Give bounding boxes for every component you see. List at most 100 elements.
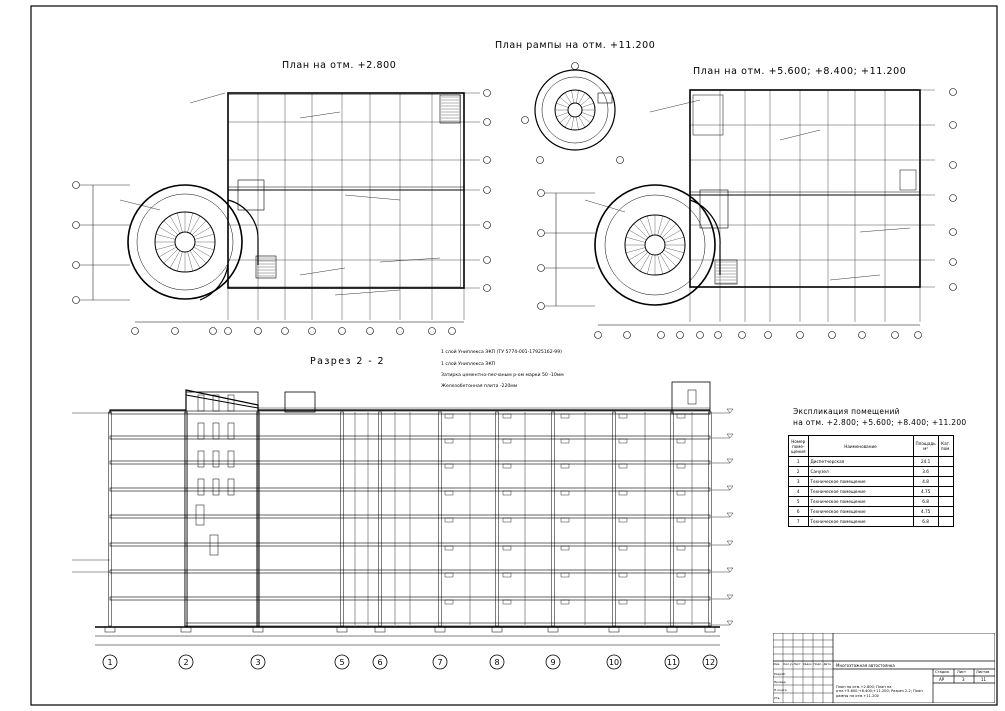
window <box>197 394 205 412</box>
explication-cell-cat <box>937 496 954 507</box>
building-outline <box>689 89 921 288</box>
beam <box>676 413 686 419</box>
ramp-rib <box>158 226 177 238</box>
ramp-rib <box>189 215 201 234</box>
axis-bubble <box>72 221 80 229</box>
axis-bubble <box>571 62 579 70</box>
axis-bubble <box>657 331 665 339</box>
stamp-sheet-label: Лист <box>957 670 967 674</box>
explication-cell-name: Техническое помещение <box>807 506 914 517</box>
axis-bubble <box>448 327 456 335</box>
window <box>212 422 220 440</box>
stamp-row-label: Утв. <box>774 696 781 700</box>
floor-slab <box>109 542 187 547</box>
axis-bubble <box>483 256 491 264</box>
axis-bubble <box>914 331 922 339</box>
section-2-2 <box>72 381 734 646</box>
explication-cell-n: 4 <box>788 486 809 497</box>
explication-cell-cat <box>937 456 954 467</box>
level-mark <box>726 433 734 439</box>
stair-head <box>671 381 711 415</box>
ramp-rib <box>580 114 591 123</box>
ramp-mid <box>604 194 706 296</box>
level-mark <box>726 594 734 600</box>
level-mark <box>726 540 734 546</box>
stamp-stage: АР <box>939 677 945 682</box>
ramp-outer <box>534 69 616 151</box>
window <box>227 450 235 468</box>
floor-slab <box>185 487 711 492</box>
axis-bubble <box>949 194 957 202</box>
stair-block <box>439 94 461 124</box>
explication-cell-area: 6.8 <box>912 496 939 507</box>
window <box>227 394 235 412</box>
window <box>197 450 205 468</box>
machine-room <box>284 391 316 413</box>
column <box>495 411 499 627</box>
axis-bubble <box>537 302 545 310</box>
axis-bubble <box>696 331 704 339</box>
beam <box>444 599 454 605</box>
tech-rooms <box>237 179 265 211</box>
explication-cell-area: 4.8 <box>912 476 939 487</box>
foundation <box>336 626 348 633</box>
beam <box>676 599 686 605</box>
floor-slab <box>109 569 187 574</box>
beam <box>618 490 628 496</box>
beam <box>502 413 512 419</box>
window <box>227 422 235 440</box>
axis-bubble <box>891 331 899 339</box>
axis-bubble <box>858 331 866 339</box>
stair-block <box>255 255 277 279</box>
ramp-rib <box>169 250 181 269</box>
explication-cell-area: 3.6 <box>912 466 939 477</box>
level-mark <box>726 458 734 464</box>
axis-bubble <box>171 327 179 335</box>
foundation <box>608 626 620 633</box>
col-number: Номер поме-щения <box>788 435 809 457</box>
floor-slab <box>185 410 711 415</box>
axis-label: 7 <box>437 658 442 667</box>
ramp-rib <box>564 115 572 128</box>
explication-cell-n: 7 <box>788 516 809 527</box>
floor-slab <box>109 435 187 440</box>
column <box>612 411 616 627</box>
beam <box>560 545 570 551</box>
beam <box>560 413 570 419</box>
axis-label: 11 <box>667 658 677 667</box>
beam <box>502 572 512 578</box>
ramp-rib <box>169 215 181 234</box>
ramp-rib <box>625 247 646 253</box>
beam <box>560 463 570 469</box>
beam <box>676 517 686 523</box>
axis-bubble <box>594 331 602 339</box>
foundation <box>374 626 386 633</box>
window <box>197 422 205 440</box>
ramp-rib <box>661 223 677 239</box>
axis-bubble <box>545 654 561 670</box>
ramp-plan <box>521 62 624 164</box>
axis-bubble <box>764 331 772 339</box>
axis-bubble <box>616 156 624 164</box>
ramp-rib <box>657 215 663 236</box>
explication-cell-cat <box>937 506 954 517</box>
beam <box>502 599 512 605</box>
beam <box>618 438 628 444</box>
stair-block <box>714 259 738 285</box>
floor-slab <box>185 596 711 601</box>
axis-bubble <box>432 654 448 670</box>
ramp-rib <box>664 247 685 253</box>
floor-slab <box>109 487 187 492</box>
beam <box>676 572 686 578</box>
axis-bubble <box>483 156 491 164</box>
beam <box>444 517 454 523</box>
axis-label: 9 <box>550 658 555 667</box>
stamp-sheet: 3 <box>962 677 965 682</box>
stair-tower <box>185 391 259 628</box>
plan-level-2800 <box>72 89 491 335</box>
beam <box>502 517 512 523</box>
axis-bubble <box>483 89 491 97</box>
leader-line <box>779 129 821 141</box>
